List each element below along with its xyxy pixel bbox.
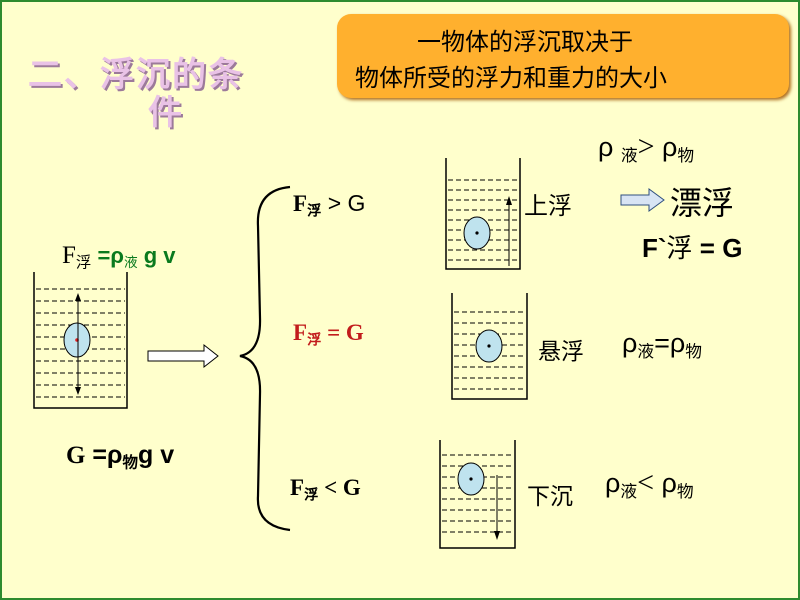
beaker-bottom [439,440,516,549]
density-relation-sink: ρ液< ρ物 [605,466,694,502]
case-suspended-condition: F浮 = G [293,320,364,349]
curly-brace [239,185,291,532]
beaker-left [33,272,128,409]
hollow-arrow-right [620,188,665,212]
state-suspended: 悬浮 [538,339,584,365]
force-arrow-down [75,387,81,395]
beaker-top [445,158,521,270]
slide-title: 二、浮沉的条 件 [28,56,244,132]
case-rising-condition: F浮 > G [293,190,366,220]
conclusion-banner: 一物体的浮沉取决于 物体所受的浮力和重力的大小 [337,14,789,98]
buoyancy-formula: F浮 =ρ液 g v [62,242,176,272]
title-line-2: 件 [148,93,184,134]
up-arrow [506,196,512,205]
beaker-middle [451,293,528,400]
banner-line-1: 一物体的浮沉取决于 [417,28,633,56]
density-relation-float: ρ 液> ρ物 [598,130,695,166]
state-floating: 漂浮 [670,184,735,222]
density-relation-suspend: ρ液=ρ物 [622,328,702,362]
floating-equation: F`浮 = G [642,233,743,263]
banner-line-2: 物体所受的浮力和重力的大小 [355,64,667,92]
title-line-1: 二、浮沉的条 [28,55,244,95]
state-rising: 上浮 [524,192,572,220]
force-arrow-up [75,293,81,301]
gravity-formula: G =ρ物g v [66,441,175,472]
hollow-arrow-left [147,343,219,369]
state-sinking: 下沉 [527,484,573,510]
case-sinking-condition: F浮 < G [290,475,361,504]
down-arrow [494,531,500,540]
